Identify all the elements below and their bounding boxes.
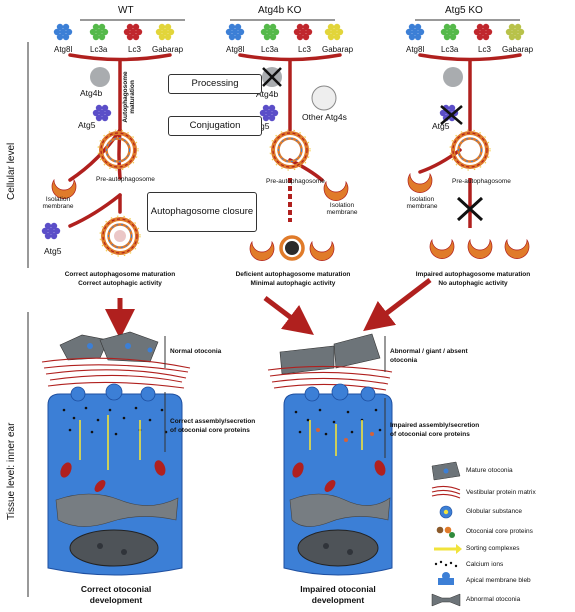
cellular-level-label: Cellular level	[6, 142, 17, 200]
outcome-atg4b-line2: Minimal autophagic activity	[250, 280, 336, 287]
col-header-atg4b: Atg4b KO	[258, 5, 302, 16]
correct-assembly-line1: Correct assembly/secretion	[170, 418, 256, 425]
protein-label: Atg8l	[54, 45, 73, 54]
legend-calcium-ions: Calcium ions	[466, 561, 504, 568]
protein-label: Lc3	[128, 45, 141, 54]
atg5-label: Atg5	[44, 246, 62, 256]
outcome-wt-line2: Correct autophagic activity	[78, 280, 162, 287]
other-atg4-label: Other Atg4s	[302, 112, 347, 122]
outcome-wt-line1: Correct autophagosome maturation	[64, 271, 176, 278]
protein-label: Lc3a	[261, 45, 279, 54]
protein-label: Lc3	[298, 45, 311, 54]
atg5-label: Atg5	[78, 120, 96, 130]
atg4b-label: Atg4b	[80, 88, 103, 98]
correct-dev-line1: Correct otoconial	[80, 584, 152, 594]
outcome-atg5-line2: No autophagic activity	[438, 280, 508, 287]
protein-label: Gabarap	[322, 45, 354, 54]
abnormal-otoconia-line2: otoconia	[390, 357, 418, 364]
protein-label: Lc3	[478, 45, 491, 54]
col-header-atg5: Atg5 KO	[445, 5, 483, 16]
closure-box: Autophagosome closure	[147, 192, 257, 232]
legend-vestibular-matrix: Vestibular protein matrix	[466, 489, 536, 496]
legend-mature-otoconia: Mature otoconia	[466, 467, 513, 474]
outcome-atg5-line1: Impaired autophagosome maturation	[415, 271, 531, 278]
pre-autophagosome-label: Pre-autophagosome	[96, 176, 155, 183]
pre-autophagosome-label: Pre-autophagosome	[266, 178, 325, 185]
impaired-assembly-line1: Impaired assembly/secretion	[390, 422, 480, 429]
correct-assembly-line2: of otoconial core proteins	[170, 427, 250, 434]
tissue-level-label: Tissue level: inner ear	[6, 422, 17, 520]
isolation-membrane-label: Isolation membrane	[326, 202, 358, 217]
processing-box: Processing	[168, 74, 262, 94]
legend-apical-bleb: Apical membrane bleb	[466, 577, 531, 584]
protein-label: Lc3a	[441, 45, 459, 54]
atg4b-enzyme-wt	[90, 67, 110, 87]
pre-autophagosome-label: Pre-autophagosome	[452, 178, 511, 185]
abnormal-otoconia-line1: Abnormal / giant / absent	[390, 348, 468, 355]
col-header-wt: WT	[118, 5, 134, 16]
legend-globular-substance: Globular substance	[466, 508, 523, 515]
correct-dev-line2: development	[89, 595, 143, 605]
autophagosome-maturation-label: Autophagosome maturation	[122, 71, 137, 123]
outcome-atg4b-line1: Deficient autophagosome maturation	[235, 271, 351, 278]
protein-label: Lc3a	[90, 45, 108, 54]
protein-label: Atg8l	[226, 45, 245, 54]
atg5-label: Atg5	[432, 121, 450, 131]
wt-hair-cell	[41, 331, 191, 576]
protein-label: Gabarap	[502, 45, 534, 54]
isolation-membrane-label: Isolation membrane	[406, 196, 438, 211]
legend-icons	[431, 461, 462, 607]
legend-abnormal-otoconia: Abnormal otoconia	[466, 596, 521, 603]
isolation-membrane-label: Isolation membrane	[42, 196, 74, 211]
impaired-dev-line1: Impaired otoconial	[300, 584, 376, 594]
impaired-dev-line2: development	[311, 595, 365, 605]
protein-label: Atg8l	[406, 45, 425, 54]
legend-core-proteins: Otoconial core proteins	[466, 528, 533, 535]
normal-otoconia-label: Normal otoconia	[170, 348, 222, 355]
impaired-assembly-line2: of otoconial core proteins	[390, 431, 470, 438]
legend-sorting-complexes: Sorting complexes	[466, 545, 520, 552]
protein-label: Gabarap	[152, 45, 184, 54]
conjugation-box: Conjugation	[168, 116, 262, 136]
atg4b-label: Atg4b	[256, 89, 279, 99]
ko-hair-cell	[267, 333, 393, 576]
